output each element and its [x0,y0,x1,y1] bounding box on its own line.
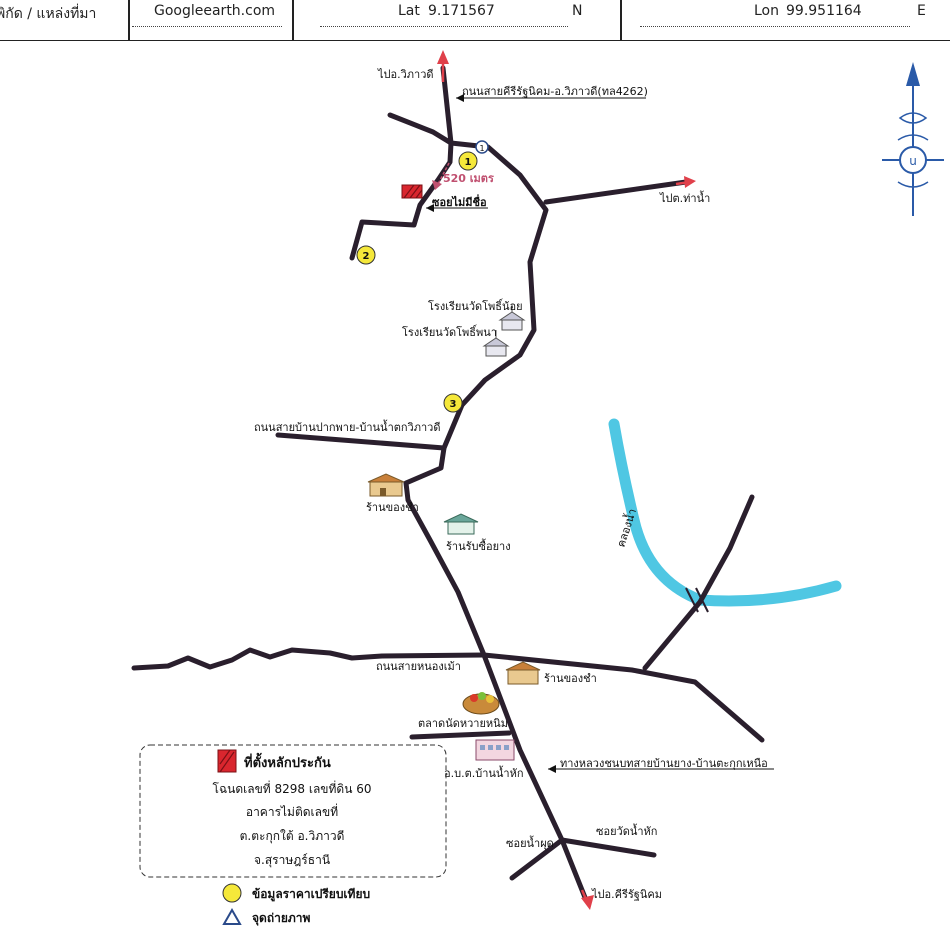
legend-building: อาคารไม่ติดเลขที่ [246,803,338,819]
lat-dotted-line [320,26,568,27]
leader-arrow-head [426,204,434,212]
legend-photo-icon [222,907,242,925]
marker-3: 3 [443,393,463,413]
source-cell: Googleearth.com [130,0,292,40]
legend-comparable-icon [222,883,242,903]
school-icon [482,330,510,357]
leader-lines [426,97,774,770]
source-dotted-line [132,26,282,27]
lat-value: 9.171567 [428,3,495,19]
photo-point-number: 1 [479,144,484,153]
legend: ที่ตั้งหลักประกัน โฉนดเลขที่ 8298 เลขที่… [139,744,447,926]
header-divider [128,0,130,40]
road-soi-bottom [509,837,657,881]
label-soi-wat: ซอยวัดน้ำหัก [596,823,657,838]
rubber-shop-icon [443,513,479,535]
legend-comparable: ข้อมูลราคาเปรียบเทียบ [252,887,370,902]
road-market [409,730,512,740]
road-north-spur [387,112,454,146]
label-shop-2: ร้านของชำ [544,672,597,685]
label-tambon-office: อ.บ.ต.บ้านน้ำหัก [444,765,524,780]
marker-1-number: 1 [465,157,472,168]
road-east [481,652,765,743]
market-icon [462,692,500,715]
label-to-wiphawadi: ไปอ.วิภาวดี [377,68,434,81]
shop-icon [367,473,405,497]
source-value: Googleearth.com [154,3,276,19]
canal [608,418,842,607]
label-road-pak-phai: ถนนสายบ้านปากพาย-บ้านน้ำตกวิภาวดี [254,419,440,434]
label-rural-road: ทางหลวงชนบทสายบ้านยาง-บ้านตะกุกเหนือ [560,757,768,770]
latitude-cell: Lat 9.171567 N [294,0,620,40]
marker-1: 1 [458,151,478,171]
label-rubber-buyer: ร้านรับซื้อยาง [446,538,511,553]
source-label: พิกัด / แหล่งที่มา [0,6,97,22]
legend-box [139,744,447,878]
arrow-south-head [581,895,594,910]
road-pak-phai [275,432,447,451]
label-to-khiri: ไปอ.คีรีรัฐนิคม [591,888,662,901]
collateral-marker [401,184,423,199]
school-icon [498,304,526,331]
leader-arrow-head [548,765,556,773]
label-soi-unnamed: ซอยไม่มีชื่อ [432,194,487,209]
road-to-tha-nam [543,179,689,205]
arrow-east-head [684,176,696,188]
label-shop-1: ร้านของชำ [366,501,419,514]
lon-label: Lon [754,3,779,19]
longitude-cell: Lon 99.951164 E [622,0,950,40]
lat-label: Lat [398,3,420,19]
shop-icon [505,661,541,685]
legend-subdistrict: ต.ตะกุกใต้ อ.วิภาวดี [240,829,345,844]
distance-indicator: 520 เมตร [432,162,494,190]
label-market: ตลาดนัดหวายหนิม [418,717,508,730]
arrow-north-head [437,50,449,64]
photo-point-icon: 1 [475,140,489,154]
legend-province: จ.สุราษฎร์ธานี [254,853,330,868]
route-map: 520 เมตร 1 1 2 3 [131,50,944,926]
lon-direction: E [917,3,926,19]
header-divider [292,0,294,40]
main-road [403,140,589,903]
road-nong-mao [131,647,487,671]
label-to-tha-nam: ไปต.ท่าน้ำ [659,190,710,205]
lon-value: 99.951164 [786,3,862,19]
road-north-branch [349,65,454,261]
direction-arrows [437,50,696,910]
coordinates-header: พิกัด / แหล่งที่มา Googleearth.com Lat 9… [0,0,950,41]
marker-2: 2 [356,245,376,265]
legend-photo-point: จุดถ่ายภาพ [252,911,311,926]
marker-2-number: 2 [363,251,370,262]
office-icon [475,739,515,761]
label-school-2: โรงเรียนวัดโพธิ์พนา [402,324,497,339]
source-label-cell: พิกัด / แหล่งที่มา [0,0,128,40]
label-road-nong-mao: ถนนสายหนองเม้า [376,660,461,673]
header-divider [620,0,622,40]
marker-3-number: 3 [450,399,457,410]
lon-dotted-line [640,26,910,27]
label-soi-nam-phut: ซอยน้ำผุด [506,835,554,850]
lat-direction: N [572,3,583,19]
compass-icon: u [882,62,944,216]
label-road-4262: ถนนสายคีรีรัฐนิคม-อ.วิภาวดี(ทล4262) [462,85,648,98]
legend-title: ที่ตั้งหลักประกัน [244,752,331,771]
leader-arrow-head [456,94,464,102]
bridge-icon [685,587,709,613]
road-canal-crossing [642,494,755,671]
distance-label: 520 เมตร [443,172,494,185]
road-network [131,65,765,903]
legend-deed: โฉนดเลขที่ 8298 เลขที่ดิน 60 [213,780,372,796]
compass-letter: u [909,154,917,168]
label-school-1: โรงเรียนวัดโพธิ์น้อย [428,298,523,313]
